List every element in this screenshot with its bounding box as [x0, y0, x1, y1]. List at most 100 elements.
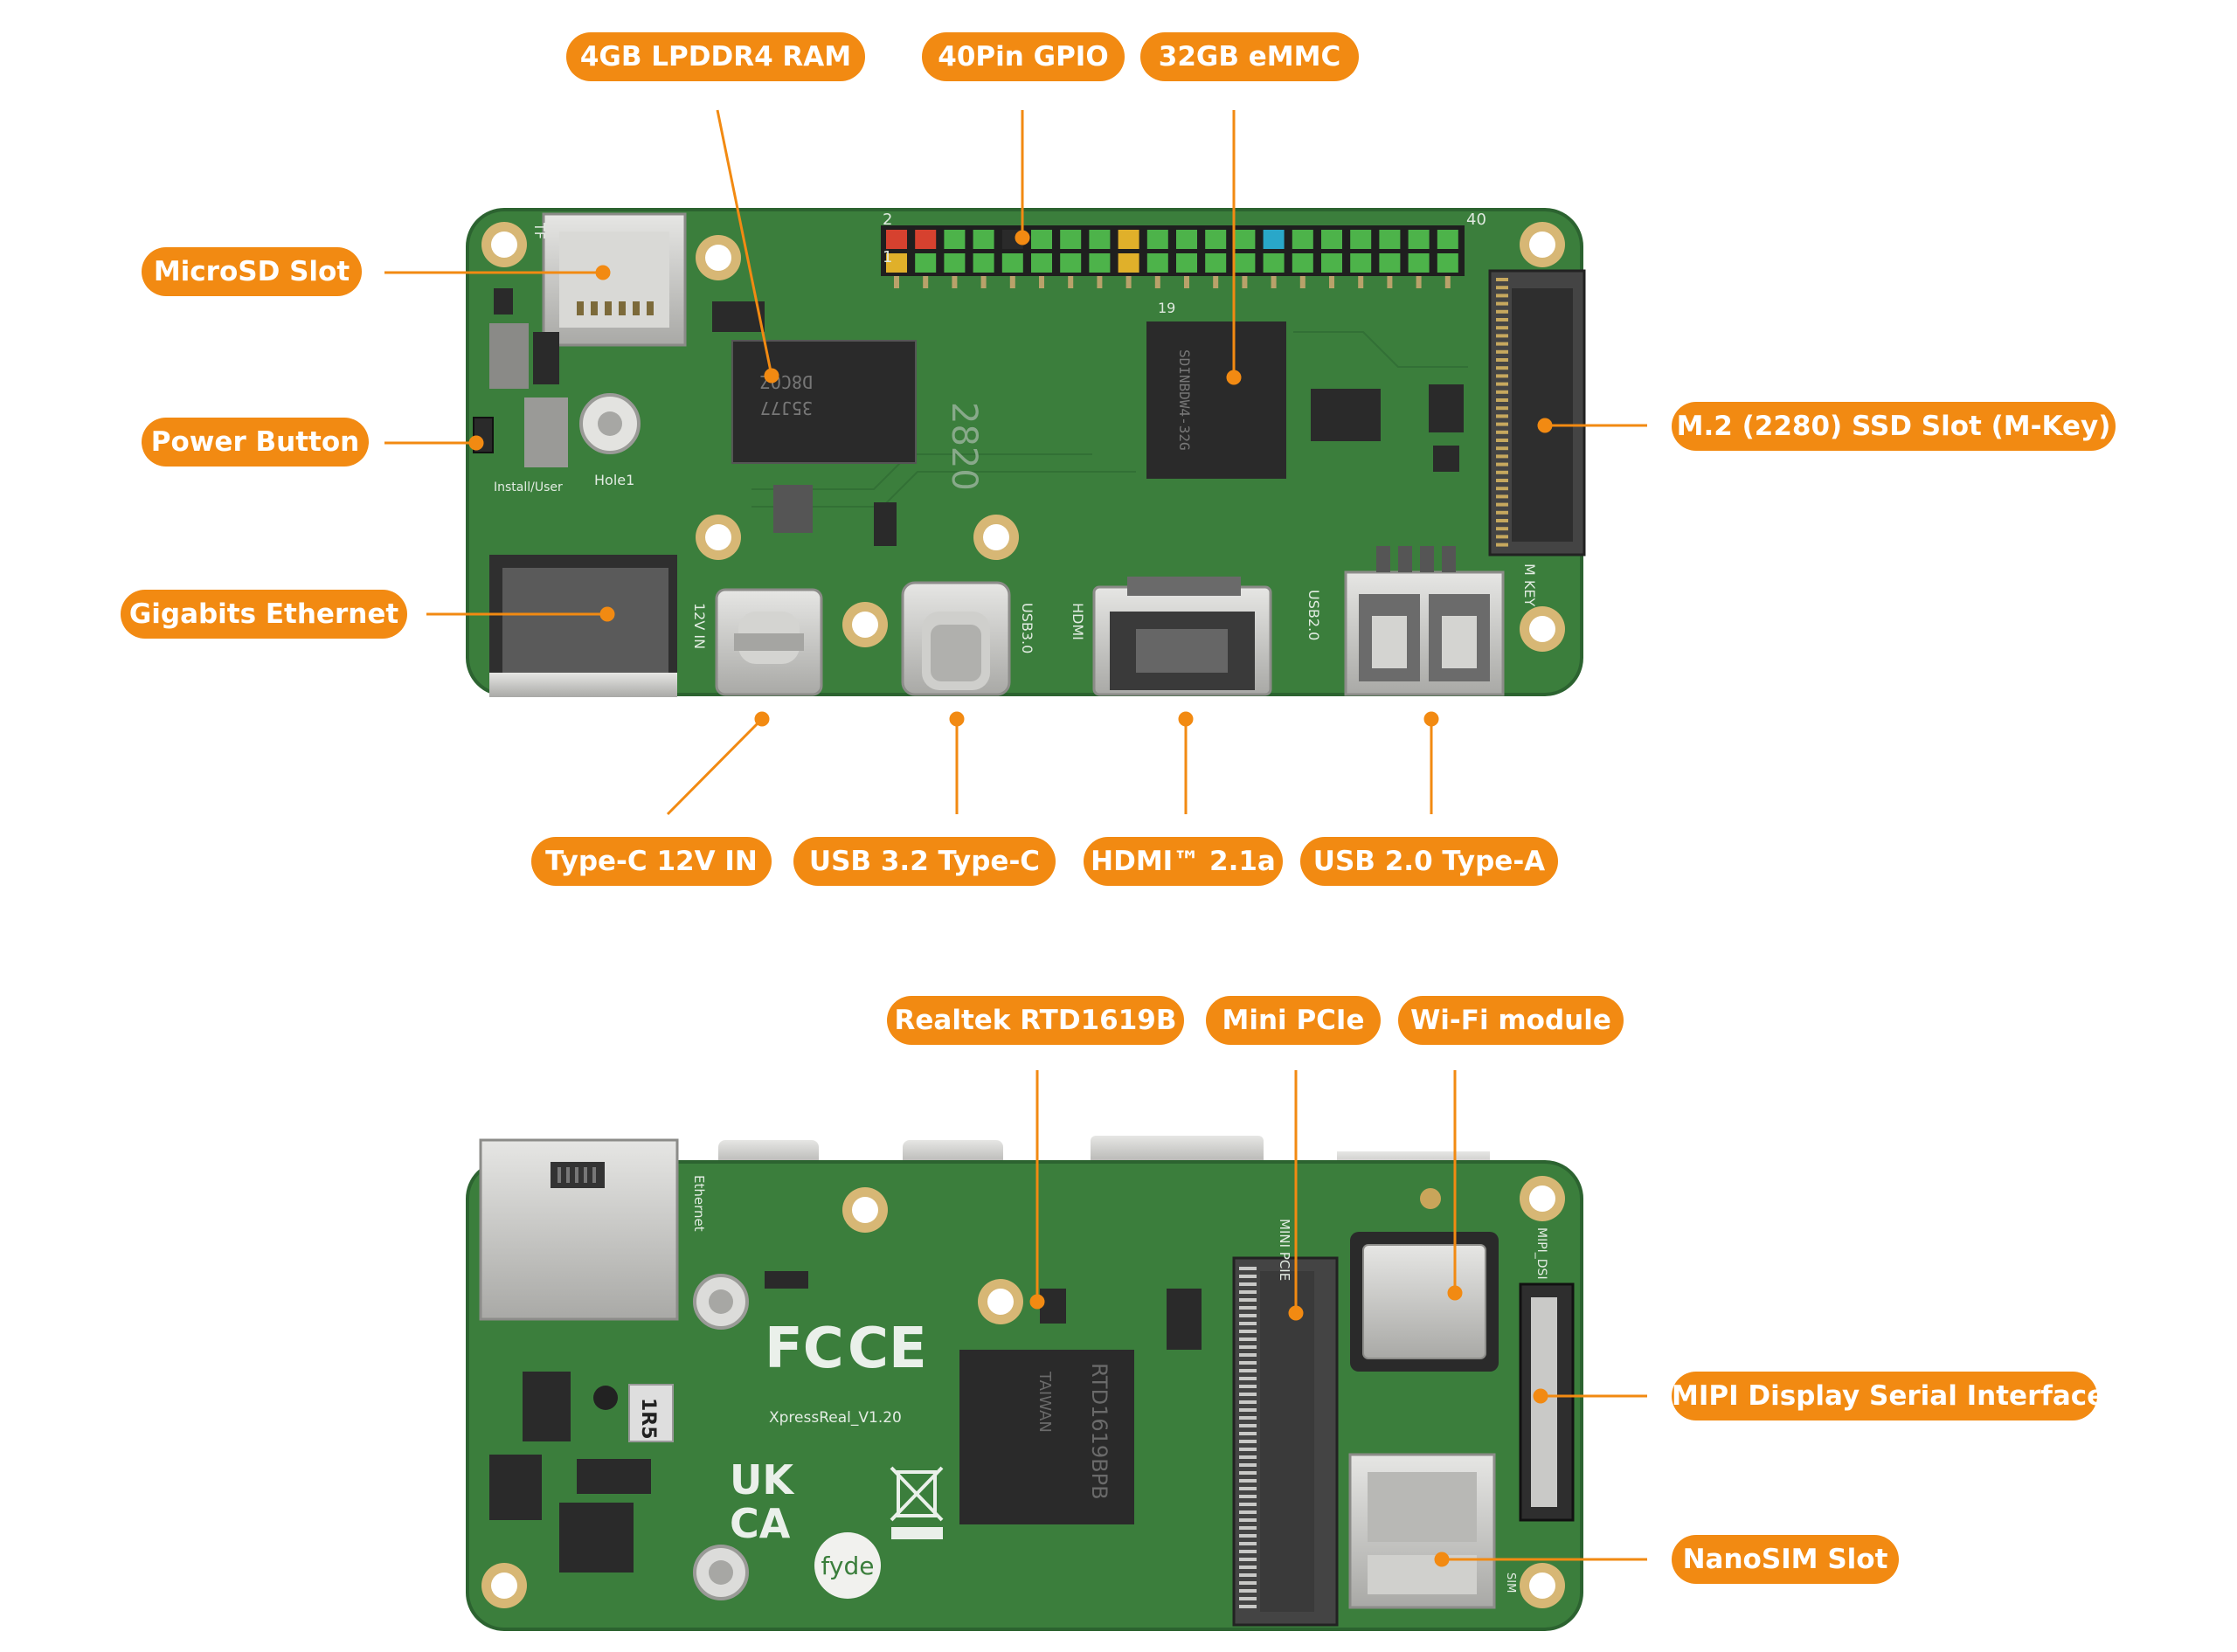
soc-silk-top: 2820 — [944, 402, 984, 491]
pcie-pin — [1239, 1550, 1257, 1553]
pcie-pin — [1239, 1589, 1257, 1593]
m2-pin — [1496, 349, 1508, 354]
m2-pin — [1496, 527, 1508, 531]
ce-mark: CE — [848, 1317, 927, 1381]
pcie-pin — [1239, 1369, 1257, 1372]
pcie-pin — [1239, 1479, 1257, 1483]
gpio-pin — [886, 253, 907, 273]
bottom-callout-lines — [1029, 1070, 1647, 1567]
gpio-leg — [1068, 276, 1074, 288]
callout-soc: Realtek RTD1619B — [887, 996, 1184, 1045]
gpio-pin-2: 2 — [883, 211, 892, 229]
m2-pin — [1496, 309, 1508, 314]
gpio-leg — [1329, 276, 1334, 288]
pcie-pin — [1239, 1416, 1257, 1420]
m2-pin — [1496, 398, 1508, 402]
gpio-pin — [1379, 230, 1401, 249]
m2-pin — [1496, 342, 1508, 346]
mount-hole-tr — [1520, 222, 1565, 267]
gpio-leg — [952, 276, 958, 288]
gpio-leg — [1039, 276, 1044, 288]
soc-silk-2: TAIWAN — [1035, 1371, 1054, 1433]
gpio-leg — [980, 276, 987, 288]
m2-pin — [1496, 358, 1508, 362]
pcie-pin — [1239, 1566, 1257, 1569]
ram-chip: 35J77 D8CQZ — [731, 340, 917, 464]
pcie-pin — [1239, 1408, 1257, 1412]
pcie-pin — [1239, 1353, 1257, 1357]
pcie-pin — [1239, 1306, 1257, 1310]
ukca-ca: CA — [730, 1500, 791, 1547]
mount-hole-tl — [481, 222, 527, 267]
m2-pin — [1496, 430, 1508, 434]
gpio-pin — [1350, 230, 1372, 249]
gpio-pin — [886, 230, 907, 249]
gpio-pin — [1408, 253, 1430, 273]
pcie-pin — [1239, 1377, 1257, 1380]
pcie-pin — [1239, 1542, 1257, 1545]
weee-icon — [890, 1466, 944, 1539]
m2-pin — [1496, 382, 1508, 386]
pcie-pin — [1239, 1526, 1257, 1530]
pcie-pin — [1239, 1573, 1257, 1577]
callout-usb20: USB 2.0 Type-A — [1300, 837, 1558, 886]
pcie-pin — [1239, 1400, 1257, 1404]
gpio-leg — [1387, 276, 1393, 288]
gpio-leg — [1299, 276, 1305, 288]
gpio-pin — [1031, 230, 1052, 249]
silk-usb20: USB2.0 — [1305, 590, 1322, 640]
pcie-pin — [1239, 1290, 1257, 1294]
soc-silk: RTD1619BPB — [1087, 1363, 1112, 1500]
gpio-leg — [1184, 276, 1189, 288]
gpio-pin — [1031, 253, 1052, 273]
m2-pin — [1496, 446, 1508, 451]
m2-pin — [1496, 487, 1508, 491]
pcie-pin — [1239, 1495, 1257, 1498]
pcie-pin — [1239, 1337, 1257, 1341]
usbc-32-port — [901, 581, 1011, 696]
m2-pin — [1496, 278, 1508, 281]
callout-microsd: MicroSD Slot — [142, 247, 362, 296]
gpio-pin — [1205, 230, 1227, 249]
ethernet-jack-top — [489, 555, 677, 697]
gpio-pin — [1146, 230, 1168, 249]
usbc-power-port — [715, 588, 823, 696]
gpio-leg — [894, 276, 899, 288]
m2-pin — [1496, 479, 1508, 482]
top-board: 35J77 D8CQZ 2820 SDINBDW4-32G 2 40 1 19 — [384, 109, 1647, 816]
top-callout-lines — [384, 109, 1647, 816]
mount-hole-1 — [696, 235, 741, 280]
gpio-pin — [915, 253, 937, 273]
gpio-leg — [1009, 276, 1015, 288]
gpio-pin — [1408, 230, 1430, 249]
pcie-pin — [1239, 1463, 1257, 1467]
inductor-top-1 — [489, 323, 529, 389]
gpio-pin — [1205, 253, 1227, 273]
pcie-pin — [1239, 1322, 1257, 1325]
m2-pin — [1496, 422, 1508, 426]
callout-ethernet: Gigabits Ethernet — [121, 590, 407, 639]
m2-pin — [1496, 390, 1508, 394]
callout-usb32: USB 3.2 Type-C — [793, 837, 1056, 886]
pcie-pin — [1239, 1275, 1257, 1278]
pcie-pin — [1239, 1432, 1257, 1435]
gpio-pin — [973, 230, 994, 249]
m2-pin — [1496, 519, 1508, 522]
m2-pin — [1496, 286, 1508, 290]
m2-pin — [1496, 543, 1508, 547]
pcie-pin — [1239, 1330, 1257, 1333]
silk-12v: 12V IN — [691, 603, 708, 649]
gpio-pin-19: 19 — [1158, 300, 1175, 316]
pcie-pin — [1239, 1361, 1257, 1365]
mount-hole-b4 — [842, 1187, 888, 1233]
mount-hole-2 — [696, 515, 741, 560]
silk-mkey: M KEY — [1521, 563, 1538, 606]
gpio-pin — [1118, 253, 1139, 273]
gpio-leg — [1444, 276, 1451, 288]
pcie-pin — [1239, 1298, 1257, 1302]
gpio-leg — [1271, 276, 1277, 288]
gpio-leg — [1358, 276, 1364, 288]
emmc-chip: SDINBDW4-32G — [1146, 321, 1286, 479]
m2-pin — [1496, 470, 1508, 474]
m2-pin — [1496, 414, 1508, 418]
